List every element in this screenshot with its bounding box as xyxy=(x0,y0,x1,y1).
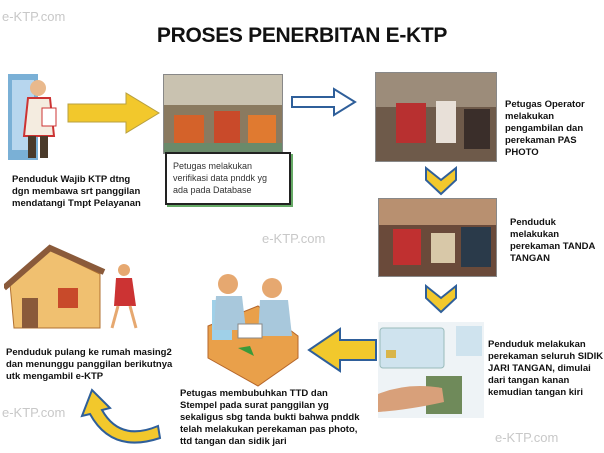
arrow-left-icon xyxy=(307,327,377,373)
citizen-with-letter-illustration xyxy=(8,74,57,160)
officer-stamping-illustration xyxy=(207,274,299,387)
step-5-caption: Penduduk melakukan perekaman seluruh SID… xyxy=(488,339,604,398)
curved-arrow-up-icon xyxy=(80,388,162,444)
page-title: PROSES PENERBITAN E-KTP xyxy=(156,24,448,47)
watermark: e-KTP.com xyxy=(495,430,559,445)
step-2-caption: Petugas melakukan verifikasi data pnddk … xyxy=(173,161,268,195)
pas-photo-recording-photo xyxy=(375,72,497,162)
watermark: e-KTP.com xyxy=(262,231,326,246)
step-7-caption: Penduduk pulang ke rumah masing2 dan men… xyxy=(6,347,173,382)
signature-recording-photo xyxy=(378,198,497,277)
verification-photo xyxy=(163,74,283,154)
step-4-caption: Penduduk melakukan perekaman TANDA TANGA… xyxy=(510,217,595,264)
arrow-right-icon xyxy=(291,87,357,117)
fingerprint-scanner-illustration xyxy=(378,322,484,418)
arrow-down-icon xyxy=(425,166,457,196)
step-1-caption: Penduduk Wajib KTP dtng dgn membawa srt … xyxy=(12,174,141,209)
step-2-caption-box: Petugas melakukan verifikasi data pnddk … xyxy=(165,152,291,205)
arrow-down-icon xyxy=(425,284,457,314)
arrow-right-icon xyxy=(67,92,160,134)
watermark: e-KTP.com xyxy=(2,9,66,24)
house-illustration xyxy=(4,244,138,329)
step-3-caption: Petugas Operator melakukan pengambilan d… xyxy=(505,99,585,158)
step-6-caption: Petugas membubuhkan TTD dan Stempel pada… xyxy=(180,388,360,447)
watermark: e-KTP.com xyxy=(2,405,66,420)
